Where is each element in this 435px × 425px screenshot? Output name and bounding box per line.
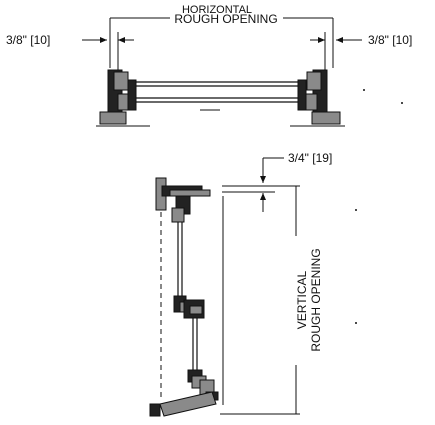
top-clearance-arrow: [260, 176, 266, 183]
right-clearance-arrow-2: [318, 37, 325, 43]
speck: [401, 102, 403, 104]
right-clearance-arrow: [336, 37, 343, 43]
lower-sash: [187, 318, 207, 389]
meeting-rail: [183, 299, 205, 319]
head-profile: [155, 177, 211, 223]
right-jamb-profile: [290, 69, 345, 127]
horizontal-title-line1: HORIZONTAL: [182, 4, 252, 16]
top-clearance-arrow-2: [260, 193, 266, 200]
left-clearance-arrow-2: [118, 37, 125, 43]
horizontal-title-line2: ROUGH OPENING: [174, 12, 277, 26]
upper-sash: [173, 222, 191, 313]
right-clearance-label: 3/8" [10]: [368, 33, 412, 47]
horizontal-section: HORIZONTAL ROUGH OPENING 3/8" [10] 3/8" …: [6, 4, 412, 127]
left-clearance-label: 3/8" [10]: [6, 33, 50, 47]
speck: [355, 322, 357, 324]
left-jamb-profile: [96, 69, 150, 127]
horizontal-glass-panes: [136, 81, 298, 111]
vertical-section: 3/4" [19] VERTICAL ROUGH OPENING: [149, 151, 357, 417]
speck: [363, 89, 365, 91]
vertical-title-line1: VERTICAL: [295, 270, 309, 329]
sill-profile: [149, 379, 219, 417]
left-clearance-arrow: [100, 37, 107, 43]
speck: [355, 209, 357, 211]
vertical-title-line2: ROUGH OPENING: [309, 248, 323, 351]
top-clearance-label: 3/4" [19]: [288, 151, 332, 165]
